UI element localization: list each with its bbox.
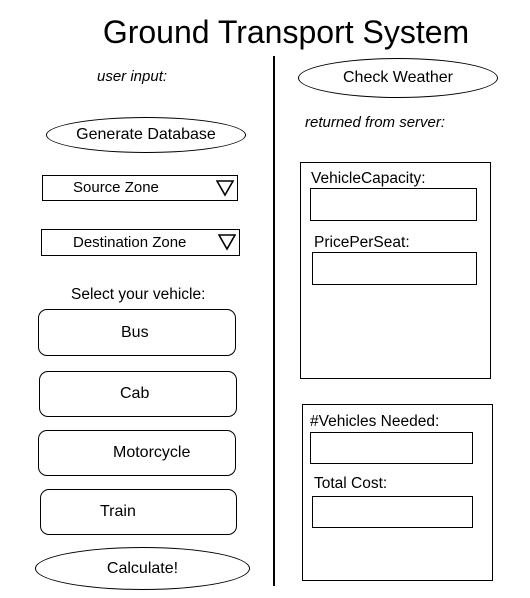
- vehicle-button-motorcycle[interactable]: Motorcycle: [38, 430, 236, 476]
- calculate-button[interactable]: Calculate!: [35, 547, 250, 590]
- vehicle-capacity-field: [310, 188, 477, 221]
- chevron-down-icon: [216, 180, 234, 197]
- vehicles-needed-field: [310, 432, 473, 464]
- user-input-label: user input:: [97, 68, 168, 85]
- total-cost-label: Total Cost:: [314, 475, 388, 492]
- server-response-label: returned from server:: [305, 114, 446, 131]
- vehicle-button-label: Cab: [120, 385, 150, 402]
- select-vehicle-label: Select your vehicle:: [71, 286, 206, 303]
- vehicles-needed-label: #Vehicles Needed:: [310, 413, 440, 430]
- vehicle-capacity-label: VehicleCapacity:: [311, 170, 426, 187]
- check-weather-button[interactable]: Check Weather: [298, 58, 498, 98]
- source-zone-label: Source Zone: [73, 179, 159, 197]
- vehicle-button-label: Bus: [121, 323, 149, 341]
- vehicle-button-cab[interactable]: Cab: [39, 371, 237, 417]
- price-per-seat-label: PricePerSeat:: [314, 234, 410, 251]
- total-cost-field: [312, 496, 473, 528]
- chevron-down-icon: [218, 234, 236, 251]
- vehicle-button-train[interactable]: Train: [40, 489, 237, 535]
- vehicle-button-label: Train: [100, 503, 136, 520]
- generate-database-button[interactable]: Generate Database: [46, 117, 246, 153]
- destination-zone-label: Destination Zone: [73, 233, 187, 251]
- source-zone-dropdown[interactable]: Source Zone: [42, 175, 238, 201]
- column-divider: [273, 56, 275, 586]
- vehicle-button-bus[interactable]: Bus: [38, 309, 236, 356]
- page-title: Ground Transport System: [102, 14, 470, 50]
- destination-zone-dropdown[interactable]: Destination Zone: [41, 229, 240, 256]
- vehicle-button-label: Motorcycle: [113, 444, 191, 461]
- price-per-seat-field: [312, 252, 477, 285]
